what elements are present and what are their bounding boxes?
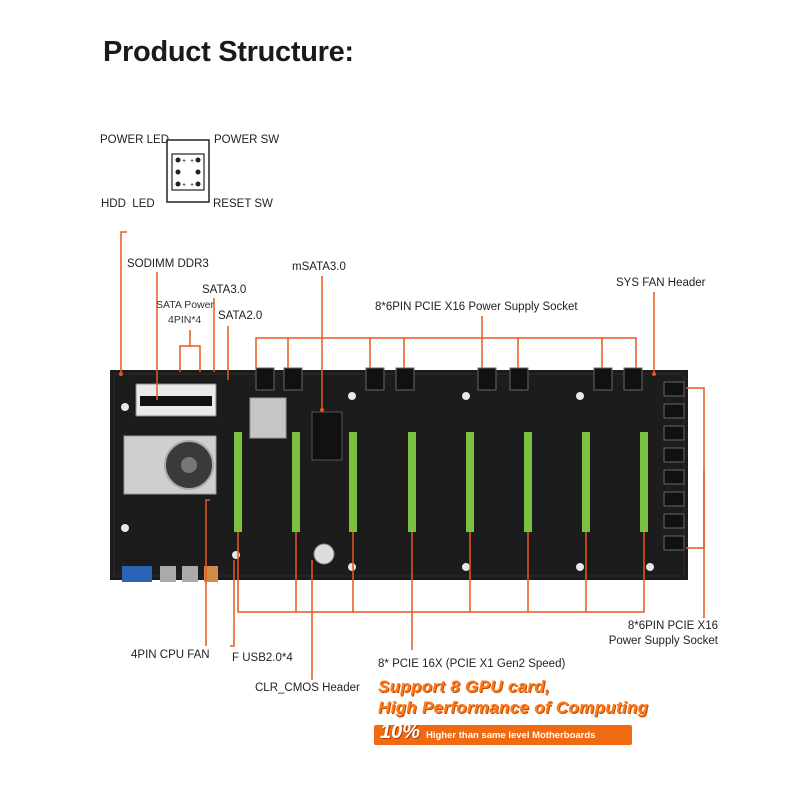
power-led-label: POWER LED — [100, 134, 170, 146]
lan-port — [204, 566, 218, 582]
promo-headline: Support 8 GPU card, High Performance of … — [378, 676, 648, 718]
svg-text:+: + — [182, 182, 186, 189]
vga-port — [122, 566, 152, 582]
cmos-battery — [313, 543, 335, 565]
hdd-led-label: HDD LED — [101, 198, 155, 210]
svg-text:+: + — [190, 182, 194, 189]
promo-percent: 10% — [380, 721, 421, 743]
sata-power-label: SATA Power — [156, 299, 214, 311]
leader-lines — [120, 231, 705, 680]
pcie-power-right-label-2: Power Supply Socket — [608, 635, 718, 647]
sata30-label: SATA3.0 — [202, 284, 247, 296]
usb-port — [182, 566, 198, 582]
front-panel-header: + + + + — [166, 139, 210, 203]
fusb-label: F USB2.0*4 — [232, 652, 293, 664]
leader-dots — [119, 372, 656, 412]
pcie-power-right-label: 8*6PIN PCIE X16 — [627, 620, 718, 632]
usb-port — [160, 566, 176, 582]
pcie-power-sockets-top — [255, 367, 643, 391]
power-sw-label: POWER SW — [214, 134, 280, 146]
pcie-power-top-label: 8*6PIN PCIE X16 Power Supply Socket — [375, 301, 578, 313]
sodimm-label: SODIMM DDR3 — [127, 258, 209, 270]
chipset-heatsink — [249, 397, 287, 439]
promo-subtext: Higher than same level Motherboards — [426, 730, 596, 741]
msata-slot — [311, 411, 343, 461]
msata-label: mSATA3.0 — [292, 261, 346, 273]
reset-sw-label: RESET SW — [213, 198, 273, 210]
sys-fan-label: SYS FAN Header — [616, 277, 706, 289]
pcie-slots-label: 8* PCIE 16X (PCIE X1 Gen2 Speed) — [378, 658, 566, 670]
pcie-slots — [234, 432, 648, 532]
sata-power-count-label: 4PIN*4 — [168, 314, 202, 326]
pcie-power-sockets-right — [663, 381, 685, 551]
svg-text:+: + — [190, 158, 194, 165]
page-title: Product Structure: — [103, 36, 354, 68]
promo-line-1: Support 8 GPU card, — [378, 677, 550, 696]
promo-line-2: High Performance of Computing — [378, 698, 649, 717]
svg-text:+: + — [182, 158, 186, 165]
cpu-fan-label: 4PIN CPU FAN — [131, 649, 210, 661]
sata20-label: SATA2.0 — [218, 310, 263, 322]
promo-banner — [374, 725, 632, 745]
clr-cmos-label: CLR_CMOS Header — [255, 682, 360, 694]
